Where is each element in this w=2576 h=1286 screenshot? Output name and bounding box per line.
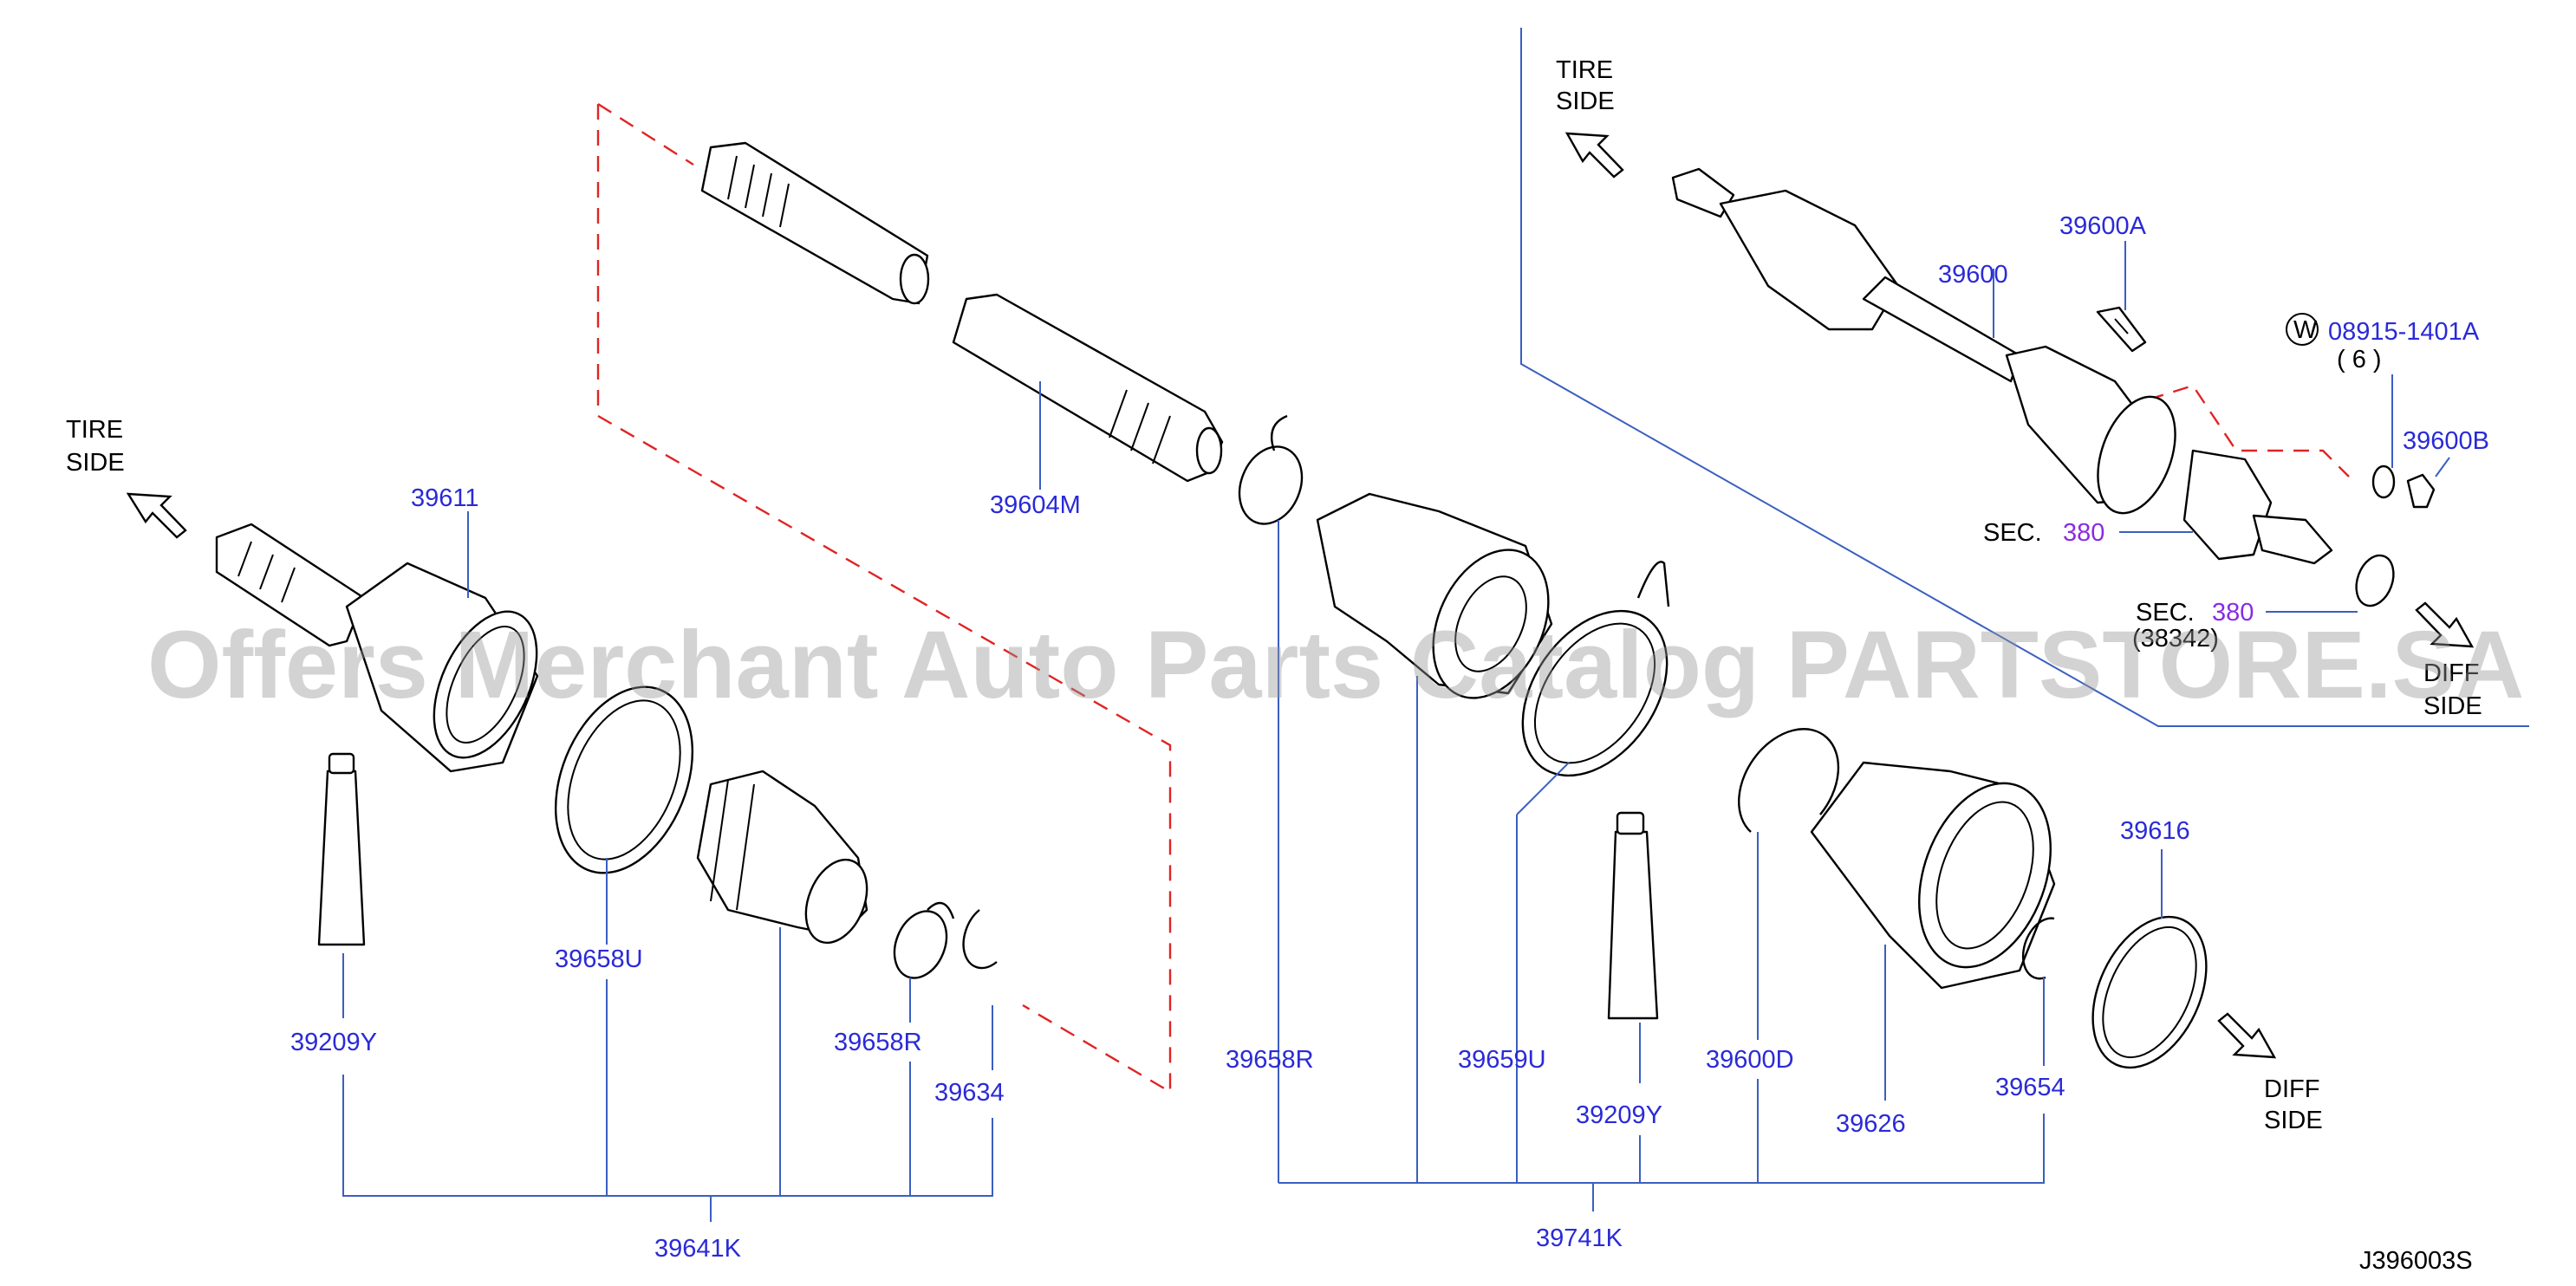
snap-ring-39654 (2021, 917, 2055, 980)
leader-39600B (2435, 457, 2450, 477)
diagram-code: J396003S (2359, 1247, 2473, 1275)
drive-shaft-assembly-39600 (1671, 167, 2333, 565)
part-39641K: 39641K (654, 1235, 742, 1263)
shaft-lower-section (952, 293, 1224, 483)
band-39658R-center (1238, 414, 1304, 525)
watermark: Offers Merchant Auto Parts Catalog PARTS… (147, 612, 2524, 718)
part-39741K: 39741K (1536, 1224, 1623, 1252)
diff-side-label-upper-2: SIDE (2423, 692, 2482, 720)
tire-side-label-right-1: TIRE (1556, 56, 1613, 84)
phantom-outline (596, 102, 2350, 1094)
part-39659U: 39659U (1458, 1046, 1546, 1074)
tire-side-arrow-left-icon (126, 492, 187, 539)
bearing-380 (2355, 554, 2395, 607)
diff-side-label-upper-1: DIFF (2423, 659, 2479, 687)
w-symbol-icon (2286, 313, 2319, 346)
tire-side-arrow-right-icon (1564, 132, 1624, 179)
w-symbol-text: W (2293, 316, 2318, 344)
snap-ring-39634 (962, 909, 998, 970)
part-39626: 39626 (1836, 1110, 1906, 1138)
seal-39616 (2091, 915, 2208, 1069)
part-39616: 39616 (2120, 817, 2190, 845)
section-ref-label-2: SEC. (2136, 599, 2195, 627)
band-39658U (554, 685, 694, 874)
nut-39600B (2406, 473, 2436, 509)
boot-left (696, 770, 868, 945)
diff-side-arrow-upper-icon (2415, 601, 2475, 648)
kit-bracket-39641K (342, 1075, 993, 1197)
boot-center (1316, 492, 1553, 699)
part-08915-qty: ( 6 ) (2337, 346, 2382, 373)
diff-side-arrow-lower-icon (2217, 1012, 2277, 1059)
part-39600A: 39600A (2059, 212, 2147, 240)
part-39209Y-right: 39209Y (1576, 1101, 1662, 1129)
section-ref-number-2: 380 (2212, 599, 2254, 627)
assembly-boundary (1520, 28, 2529, 727)
part-39611: 39611 (411, 484, 479, 512)
part-39600: 39600 (1938, 261, 2008, 289)
shaft-upper-section (700, 141, 930, 305)
snap-ring-39600D (1738, 728, 1840, 833)
housing-39626 (1810, 761, 2056, 990)
grease-tube-left (317, 752, 366, 946)
part-08915-1401A: 08915-1401A (2328, 318, 2480, 346)
section-ref-sub-2: (38342) (2132, 625, 2219, 653)
part-39658U: 39658U (555, 945, 643, 973)
diff-side-label-lower-2: SIDE (2264, 1107, 2323, 1134)
part-39634: 39634 (934, 1079, 1005, 1107)
leader-39659U-a (1516, 762, 1570, 815)
bolt-39600A (2096, 306, 2147, 353)
outer-joint-39611 (215, 523, 539, 773)
tire-side-label-right-2: SIDE (1556, 88, 1615, 115)
kit-bracket-39741K (1278, 1114, 2045, 1184)
part-39658R-small: 39658R (834, 1029, 922, 1056)
part-39658R-center: 39658R (1226, 1046, 1314, 1074)
part-39209Y-left: 39209Y (290, 1029, 377, 1056)
tire-side-label-left-2: SIDE (66, 449, 125, 477)
section-ref-label-1: SEC. (1983, 519, 2042, 547)
diff-side-label-lower-1: DIFF (2264, 1075, 2319, 1103)
part-39604M: 39604M (990, 491, 1081, 519)
tire-side-label-left-1: TIRE (66, 416, 123, 444)
part-39654: 39654 (1995, 1074, 2065, 1101)
band-39658R-small (893, 901, 955, 979)
part-39600B: 39600B (2403, 427, 2489, 455)
section-ref-number-1: 380 (2063, 519, 2104, 547)
part-39600D: 39600D (1706, 1046, 1794, 1074)
band-39659U (1521, 561, 1670, 777)
washer-08915 (2371, 464, 2396, 499)
grease-tube-right (1607, 811, 1659, 1020)
